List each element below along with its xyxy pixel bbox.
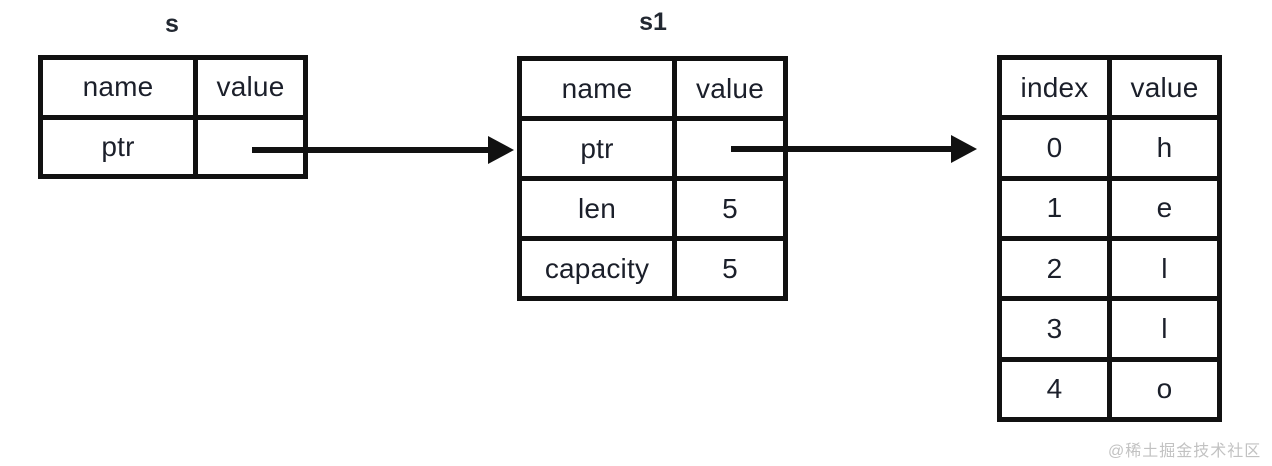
heap-buffer-value-2: l <box>1112 240 1217 297</box>
struct-s-field-ptr-name: ptr <box>43 119 198 174</box>
struct-s-row-ptr: ptr <box>43 119 303 174</box>
struct-s1-field-capacity-name: capacity <box>522 241 677 296</box>
arrow-s-to-s1-line <box>308 147 488 153</box>
heap-buffer-index-0: 0 <box>1002 120 1112 176</box>
heap-buffer-row: 2 l <box>1002 240 1217 302</box>
struct-s-field-ptr-value <box>198 119 303 174</box>
heap-buffer-header-value: value <box>1112 60 1217 116</box>
heap-buffer-value-1: e <box>1112 180 1217 236</box>
struct-s1-field-capacity-value: 5 <box>677 241 783 296</box>
struct-s1-table: name value ptr len 5 capacity 5 <box>517 56 788 301</box>
struct-s-ptr-stub <box>252 147 312 153</box>
struct-s1-ptr-stub <box>731 146 792 152</box>
struct-s1-caption: s1 <box>639 8 667 36</box>
arrow-s-to-s1-head <box>488 136 514 164</box>
struct-s1-field-len-name: len <box>522 181 677 236</box>
arrow-s1-to-buffer-line <box>788 146 951 152</box>
struct-s-header-value: value <box>198 60 303 115</box>
struct-s1-field-ptr-name: ptr <box>522 121 677 176</box>
heap-buffer-row: 1 e <box>1002 180 1217 241</box>
struct-s1-row-capacity: capacity 5 <box>522 241 783 296</box>
heap-buffer-row: 3 l <box>1002 301 1217 362</box>
heap-buffer-index-2: 2 <box>1002 240 1112 297</box>
struct-s1-row-ptr: ptr <box>522 121 783 181</box>
struct-s-caption: s <box>165 10 179 38</box>
heap-buffer-header-row: index value <box>1002 60 1217 121</box>
struct-s1-field-len-value: 5 <box>677 181 783 236</box>
struct-s-table: name value ptr <box>38 55 308 179</box>
heap-buffer-value-4: o <box>1112 361 1217 417</box>
heap-buffer-index-4: 4 <box>1002 361 1112 417</box>
watermark: @稀土掘金技术社区 <box>1108 443 1262 460</box>
heap-buffer-table: index value 0 h 1 e 2 l 3 l 4 o <box>997 55 1222 422</box>
heap-buffer-index-3: 3 <box>1002 301 1112 357</box>
struct-s1-header-row: name value <box>522 61 783 121</box>
heap-buffer-value-0: h <box>1112 120 1217 176</box>
struct-s-header-row: name value <box>43 60 303 120</box>
struct-s1-header-name: name <box>522 61 677 116</box>
heap-buffer-index-1: 1 <box>1002 180 1112 236</box>
heap-buffer-row: 0 h <box>1002 120 1217 181</box>
heap-buffer-header-index: index <box>1002 60 1112 116</box>
struct-s-header-name: name <box>43 60 198 115</box>
struct-s1-header-value: value <box>677 61 783 116</box>
heap-buffer-row: 4 o <box>1002 361 1217 417</box>
struct-s1-row-len: len 5 <box>522 181 783 241</box>
arrow-s1-to-buffer-head <box>951 135 977 163</box>
heap-buffer-value-3: l <box>1112 301 1217 357</box>
